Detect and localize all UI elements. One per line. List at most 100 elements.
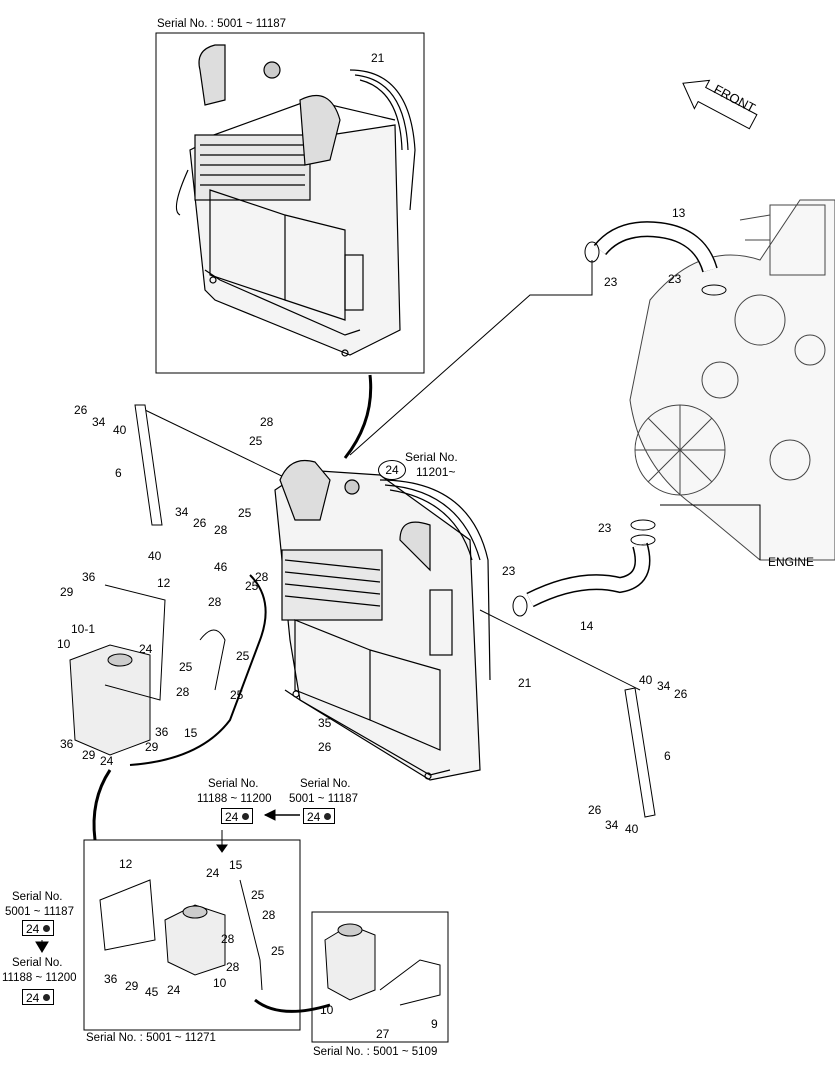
- callout-15: 15: [184, 726, 198, 740]
- serial-box-a-part-text: 24: [225, 810, 239, 824]
- inset-right-tank: [324, 923, 441, 1006]
- inset-left-tank: [99, 879, 263, 991]
- callout-25: 25: [249, 434, 263, 448]
- callout-14: 14: [580, 619, 594, 633]
- front-arrow: [682, 79, 758, 130]
- inset-right-10: 10: [320, 1003, 334, 1017]
- main-serial-line1: Serial No.: [405, 450, 458, 464]
- callout-25: 25: [236, 649, 250, 663]
- serial-box-c-line2: 5001 ~ 11187: [5, 906, 74, 918]
- inset-left-28c: 28: [226, 960, 240, 974]
- part-24-icon: [43, 994, 50, 1001]
- inset-left-25a: 25: [251, 888, 265, 902]
- callout-29: 29: [145, 740, 159, 754]
- inset-left-serial: Serial No. : 5001 ~ 11271: [86, 1032, 216, 1044]
- part-24-icon: [324, 813, 331, 820]
- serial-box-b-part-text: 24: [307, 810, 321, 824]
- inset-left-12: 12: [119, 857, 133, 871]
- stay-rod-left: [134, 404, 163, 526]
- inset-right-serial: Serial No. : 5001 ~ 5109: [313, 1046, 438, 1058]
- callout-24: 24: [100, 754, 114, 768]
- callout-28: 28: [255, 570, 269, 584]
- callout-26: 26: [193, 516, 207, 530]
- serial-box-c-part-text: 24: [26, 922, 40, 936]
- callout-40: 40: [639, 673, 653, 687]
- callout-13: 13: [672, 206, 686, 220]
- top-radiator-drawing: [175, 44, 416, 357]
- callout-34: 34: [92, 415, 106, 429]
- inset-right-frame: [311, 911, 449, 1043]
- inset-left-29: 29: [125, 979, 139, 993]
- callout-26: 26: [674, 687, 688, 701]
- callout-36: 36: [60, 737, 74, 751]
- part-24-icon: [43, 925, 50, 932]
- callout-25: 25: [179, 660, 193, 674]
- inset-left-28b: 28: [221, 932, 235, 946]
- serial-box-d-part-text: 24: [26, 991, 40, 1005]
- serial-box-b-part: 24: [303, 808, 335, 824]
- callout-10-1: 10-1: [71, 622, 96, 636]
- inset-right-9: 9: [431, 1017, 438, 1031]
- callout-28: 28: [260, 415, 274, 429]
- inset-left-28a: 28: [262, 908, 276, 922]
- part-24-icon: [242, 813, 249, 820]
- callout-34: 34: [175, 505, 189, 519]
- reservoir-tank-main: [69, 584, 166, 756]
- serial-box-b-line2: 5001 ~ 11187: [289, 793, 358, 805]
- top-inset-serial: Serial No. : 5001 ~ 11187: [157, 18, 287, 30]
- inset-left-24b: 24: [167, 983, 181, 997]
- serial-box-d-part: 24: [22, 989, 54, 1005]
- callout-40: 40: [148, 549, 162, 563]
- callout-36: 36: [155, 725, 169, 739]
- main-part-24-circle: 24: [378, 460, 406, 480]
- top-inset-frame: [155, 32, 425, 374]
- stay-rod-right: [624, 687, 656, 818]
- callout-40: 40: [625, 822, 639, 836]
- inset-left-25b: 25: [271, 944, 285, 958]
- serial-box-c-line1: Serial No.: [12, 891, 63, 903]
- callout-10: 10: [57, 637, 71, 651]
- callout-24: 24: [139, 642, 153, 656]
- serial-box-d-line2: 11188 ~ 11200: [2, 972, 77, 984]
- callout-26: 26: [74, 403, 88, 417]
- callout-26: 26: [588, 803, 602, 817]
- callout-6: 6: [115, 466, 122, 480]
- callout-23: 23: [604, 275, 618, 289]
- callout-25: 25: [230, 688, 244, 702]
- callout-25: 25: [238, 506, 252, 520]
- callout-26: 26: [318, 740, 332, 754]
- callout-12: 12: [157, 576, 171, 590]
- callout-23: 23: [668, 272, 682, 286]
- callout-29: 29: [60, 585, 74, 599]
- callout-34: 34: [657, 679, 671, 693]
- callout-35: 35: [318, 716, 332, 730]
- inset-left-15: 15: [229, 858, 243, 872]
- serial-box-a-line2: 11188 ~ 11200: [197, 793, 272, 805]
- callout-29: 29: [82, 748, 96, 762]
- engine-drawing: [629, 199, 835, 561]
- callout-23: 23: [502, 564, 516, 578]
- callout-28: 28: [214, 523, 228, 537]
- callout-28: 28: [208, 595, 222, 609]
- inset-left-24: 24: [206, 866, 220, 880]
- main-radiator-drawing: [274, 459, 491, 781]
- inset-left-36: 36: [104, 972, 118, 986]
- serial-box-c-part: 24: [22, 920, 54, 936]
- inset-left-10: 10: [213, 976, 227, 990]
- callout-40: 40: [113, 423, 127, 437]
- callout-46: 46: [214, 560, 228, 574]
- inset-left-45: 45: [145, 985, 159, 999]
- engine-label: ENGINE: [768, 555, 815, 569]
- callout-36: 36: [82, 570, 96, 584]
- serial-box-a-part: 24: [221, 808, 253, 824]
- serial-box-a-line1: Serial No.: [208, 778, 259, 790]
- main-serial-line2: 11201~: [416, 465, 456, 479]
- callout-6: 6: [664, 749, 671, 763]
- callout-21: 21: [518, 676, 532, 690]
- callout-28: 28: [176, 685, 190, 699]
- callout-25: 25: [245, 579, 259, 593]
- inset-right-27: 27: [376, 1027, 390, 1041]
- serial-box-b-line1: Serial No.: [300, 778, 351, 790]
- inset-left-frame: [83, 839, 301, 1031]
